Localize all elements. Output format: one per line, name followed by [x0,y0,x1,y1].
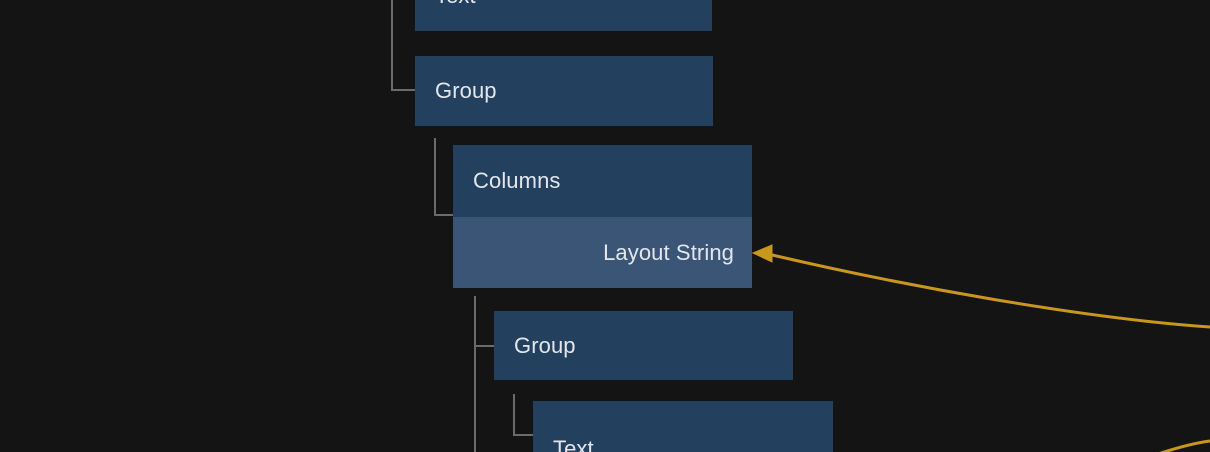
tree-node-group-2[interactable]: Group [494,311,793,380]
tree-node-layout-string-row[interactable]: Layout String [453,217,752,288]
tree-connector-elbow-columns [434,138,454,216]
tree-connector-elbow-text-bottom [513,394,534,436]
tree-node-columns-header[interactable]: Columns [453,145,752,217]
tree-connector-tee-group2 [474,345,495,347]
tree-node-label: Columns [473,168,561,193]
tree-connector-elbow-group1 [391,0,415,91]
tree-node-label: Text [435,0,476,7]
tree-node-text-bottom[interactable]: Text [533,401,833,452]
tree-node-group-1[interactable]: Group [415,56,713,126]
annotation-arrowhead-layout-string [751,244,773,263]
tree-node-label: Group [514,332,576,358]
tree-node-property-label: Layout String [603,239,734,265]
tree-connector-vline-group2 [474,296,476,452]
annotation-arrow-line-secondary [1159,439,1210,452]
annotation-arrow-line-layout-string [767,252,1210,329]
tree-node-label: Group [435,78,497,103]
tree-node-text-top[interactable]: Text [415,0,712,31]
tree-node-columns[interactable]: Columns Layout String [453,145,752,288]
tree-node-label: Text [553,435,594,452]
